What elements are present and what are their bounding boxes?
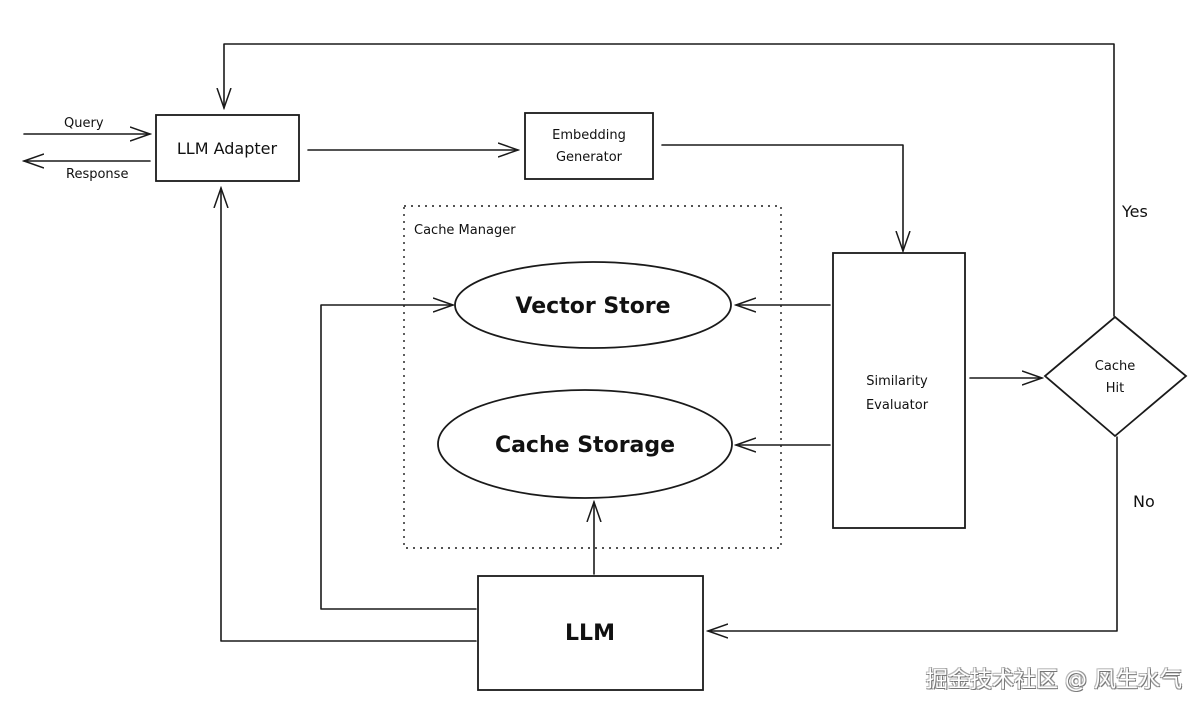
similarity-evaluator-label-1: Similarity xyxy=(866,374,928,389)
vector-store-label: Vector Store xyxy=(515,294,670,319)
llm-adapter-label: LLM Adapter xyxy=(177,139,278,158)
cache-storage-node xyxy=(437,389,733,499)
embedding-to-similarity-arrow xyxy=(661,144,903,251)
llm-label: LLM xyxy=(565,621,615,646)
no-label: No xyxy=(1133,492,1155,511)
vector-store-node xyxy=(454,261,732,349)
embedding-generator-label-1: Embedding xyxy=(552,128,626,143)
similarity-evaluator-box xyxy=(832,252,966,529)
cache-manager-label: Cache Manager xyxy=(414,223,516,238)
yes-path-arrow xyxy=(224,43,1115,317)
yes-label: Yes xyxy=(1121,202,1148,221)
embedding-generator-box xyxy=(524,112,654,180)
cache-hit-label-2: Hit xyxy=(1106,381,1124,396)
query-label: Query xyxy=(64,116,104,131)
watermark: 掘金技术社区 @ 风生水气 xyxy=(926,668,1182,693)
llm-box xyxy=(477,575,704,691)
no-path-arrow xyxy=(708,436,1118,631)
similarity-evaluator-label-2: Evaluator xyxy=(866,398,929,413)
embedding-generator-label-2: Generator xyxy=(556,150,623,165)
cache-hit-label-1: Cache xyxy=(1095,359,1135,374)
llm-to-vector-store-arrow xyxy=(320,305,477,610)
cache-manager-container xyxy=(403,205,782,549)
llm-adapter-box xyxy=(155,114,300,182)
cache-storage-label: Cache Storage xyxy=(495,433,675,458)
llm-to-adapter-arrow xyxy=(221,188,477,642)
response-label: Response xyxy=(66,167,128,182)
cache-hit-decision xyxy=(1043,315,1188,438)
